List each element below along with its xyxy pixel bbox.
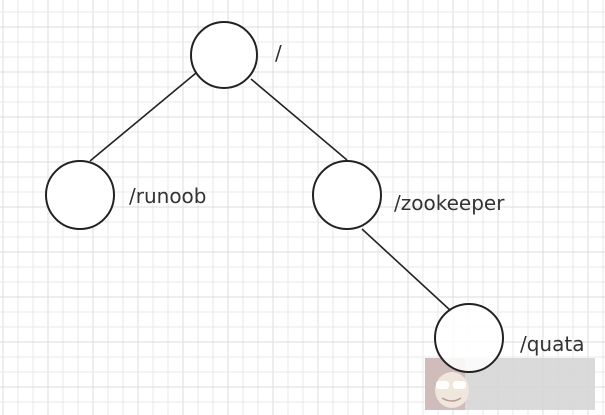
edge-zookeeper-quata	[361, 228, 452, 312]
label-quata: /quata	[520, 332, 584, 356]
node-quata[interactable]	[434, 303, 504, 373]
edge-root-runoob	[89, 72, 197, 162]
edge-root-zookeeper	[250, 78, 348, 161]
node-root[interactable]	[190, 21, 258, 89]
label-zookeeper: /zookeeper	[394, 191, 505, 215]
label-runoob: /runoob	[129, 184, 206, 208]
avatar-sunglasses-icon	[435, 372, 469, 408]
label-root: /	[275, 41, 282, 65]
node-zookeeper[interactable]	[312, 160, 382, 230]
node-runoob[interactable]	[45, 160, 115, 230]
